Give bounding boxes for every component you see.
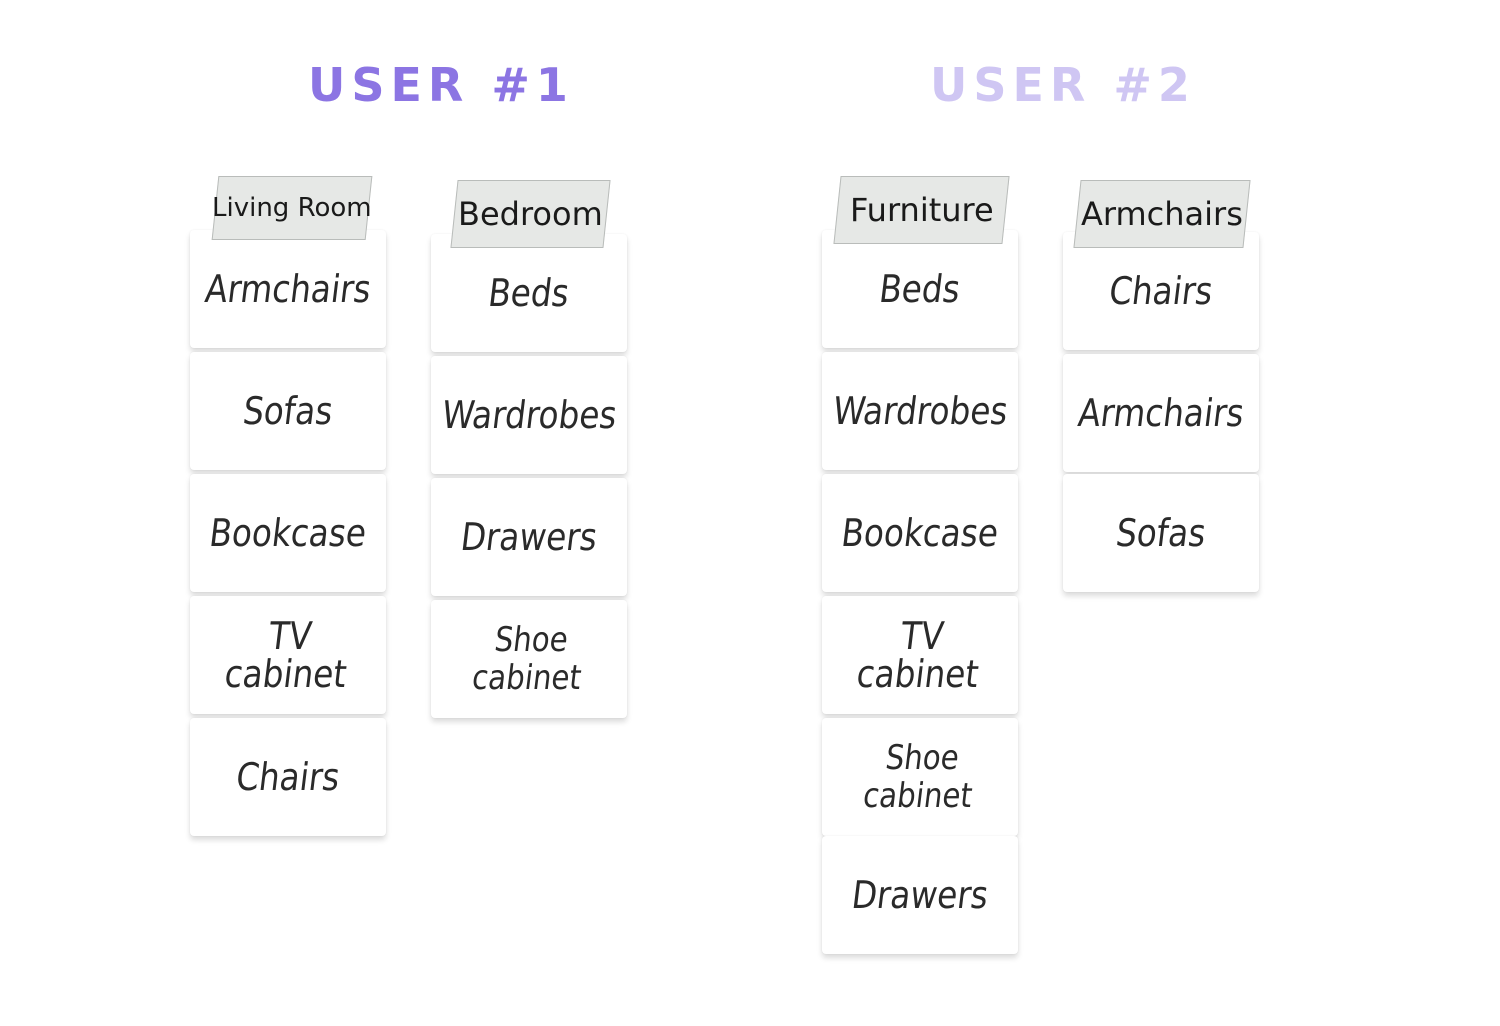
card[interactable]: Bookcase	[190, 474, 386, 592]
card-label: Shoe cabinet	[860, 738, 975, 816]
user-1-column-living-room: Living Room Armchairs Sofas Bookcase TV …	[190, 176, 386, 846]
column-header-label: Living Room	[212, 193, 372, 223]
card[interactable]: Sofas	[1063, 474, 1259, 592]
column-header[interactable]: Living Room	[211, 176, 373, 240]
card-label: Wardrobes	[830, 389, 1010, 433]
card[interactable]: Armchairs	[190, 230, 386, 348]
user-1-column-bedroom: Bedroom Beds Wardrobes Drawers Shoe cabi…	[431, 180, 627, 720]
column-header-label: Furniture	[849, 191, 994, 229]
card[interactable]: TV cabinet	[822, 596, 1018, 714]
card[interactable]: Bookcase	[822, 474, 1018, 592]
card-label: Bookcase	[839, 511, 1001, 555]
card-label: Armchairs	[1075, 391, 1247, 435]
user-2-column-armchairs: Armchairs Chairs Armchairs Sofas	[1063, 180, 1259, 600]
column-header-label: Bedroom	[458, 195, 603, 233]
card[interactable]: TV cabinet	[190, 596, 386, 714]
card[interactable]: Beds	[822, 230, 1018, 348]
card[interactable]: Chairs	[190, 718, 386, 836]
column-header[interactable]: Bedroom	[450, 180, 611, 248]
card-label: Chairs	[1106, 269, 1216, 313]
card-label: Armchairs	[202, 267, 374, 311]
card[interactable]: Beds	[431, 234, 627, 352]
card-label: TV cabinet	[222, 614, 350, 696]
card-label: Beds	[877, 267, 963, 311]
card[interactable]: Shoe cabinet	[822, 718, 1018, 836]
card-label: Sofas	[1113, 511, 1209, 555]
card-label: Drawers	[458, 515, 600, 559]
card[interactable]: Shoe cabinet	[431, 600, 627, 718]
card-label: Sofas	[240, 389, 336, 433]
card[interactable]: Wardrobes	[431, 356, 627, 474]
card-label: Bookcase	[207, 511, 369, 555]
card[interactable]: Sofas	[190, 352, 386, 470]
card[interactable]: Chairs	[1063, 232, 1259, 350]
card[interactable]: Drawers	[431, 478, 627, 596]
card[interactable]: Armchairs	[1063, 354, 1259, 472]
card-label: Wardrobes	[439, 393, 619, 437]
user-2-title: USER #2	[930, 58, 1196, 112]
column-header[interactable]: Armchairs	[1073, 180, 1251, 248]
card[interactable]: Drawers	[822, 836, 1018, 954]
card-label: Chairs	[233, 755, 343, 799]
user-2-column-furniture: Furniture Beds Wardrobes Bookcase TV cab…	[822, 176, 1018, 956]
column-header[interactable]: Furniture	[833, 176, 1010, 244]
card-label: Beds	[486, 271, 572, 315]
card[interactable]: Wardrobes	[822, 352, 1018, 470]
card-label: TV cabinet	[854, 614, 982, 696]
card-label: Drawers	[849, 873, 991, 917]
user-1-title: USER #1	[308, 58, 574, 112]
column-header-label: Armchairs	[1081, 195, 1243, 233]
card-label: Shoe cabinet	[469, 620, 584, 698]
